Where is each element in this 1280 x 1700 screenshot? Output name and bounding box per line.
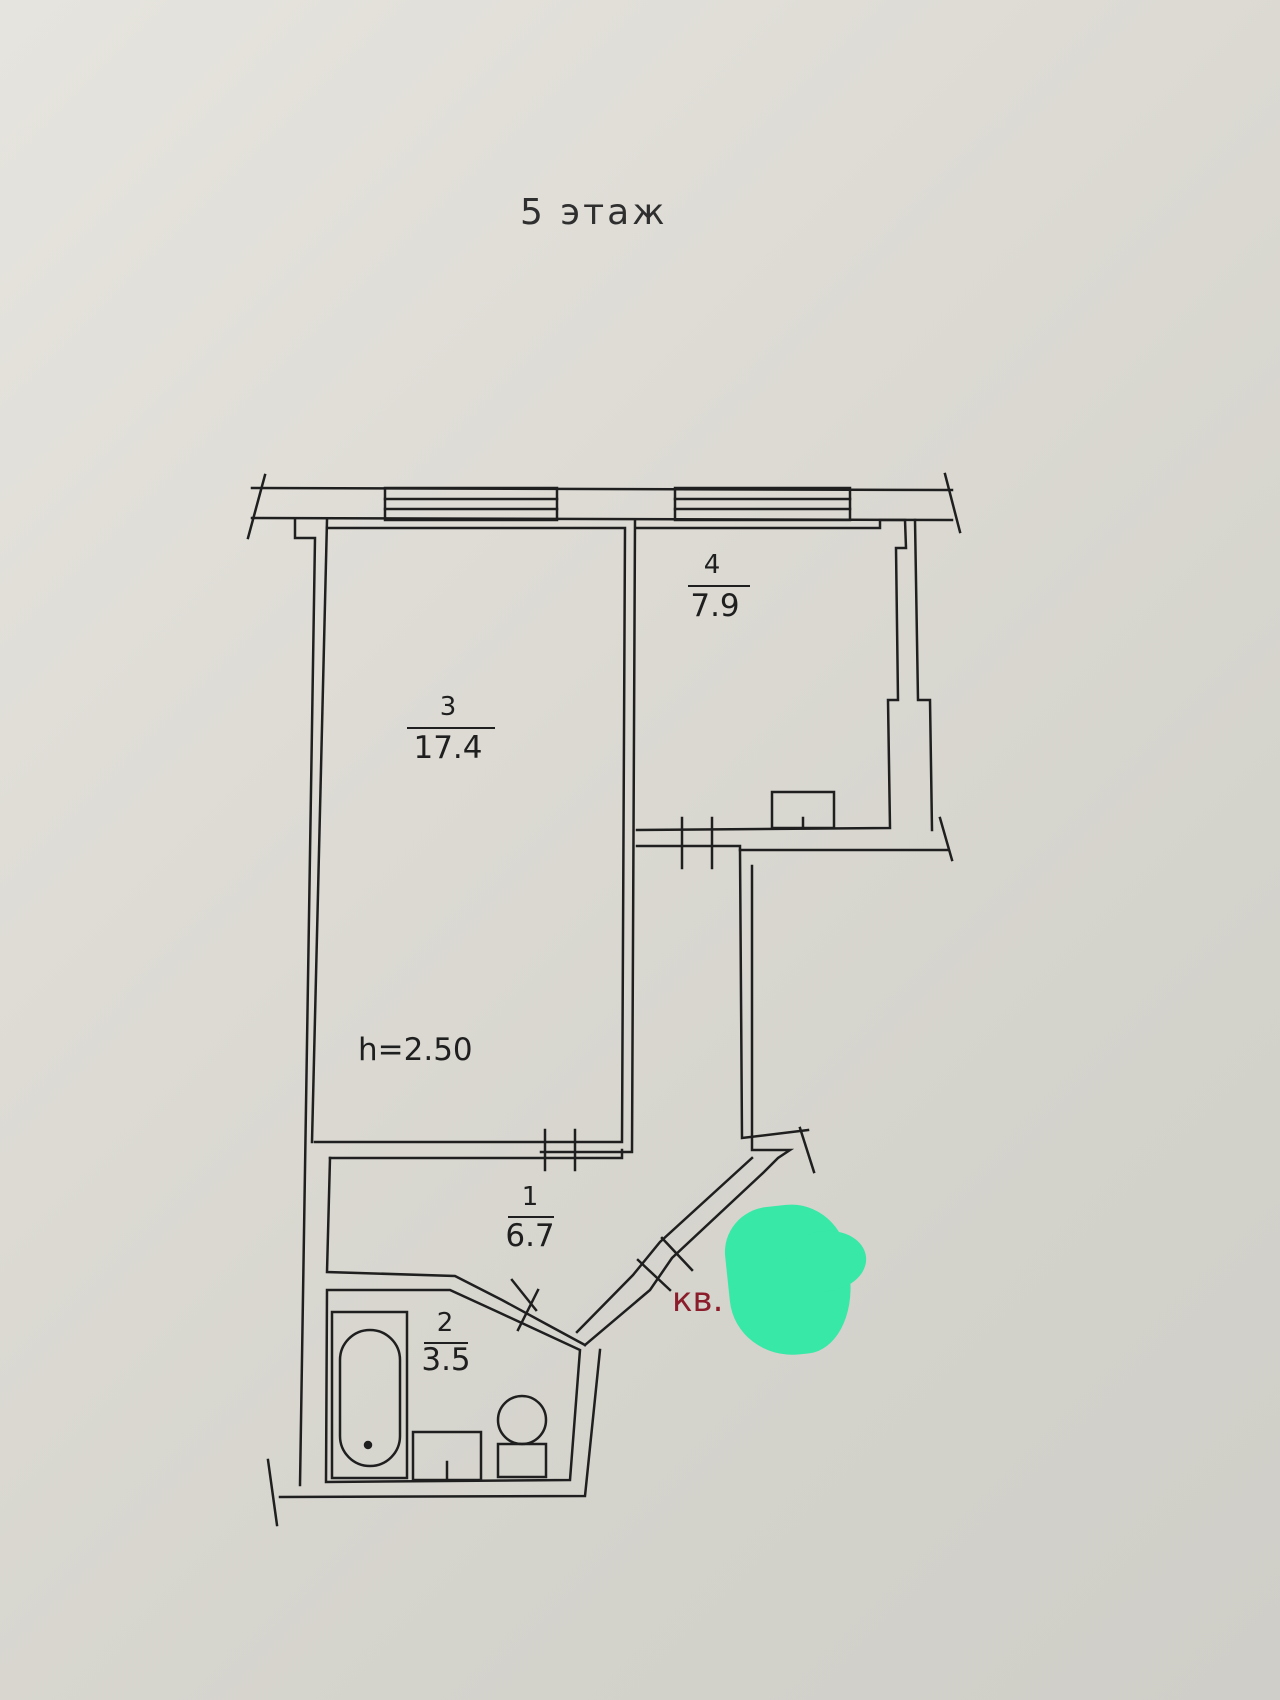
partition-3-4-outer — [539, 518, 637, 1154]
top-wall — [250, 486, 954, 522]
corridor-right-wall-inner — [583, 864, 795, 1347]
corridor-diagonal-outer — [575, 1156, 754, 1334]
left-wall-outer — [293, 518, 317, 1487]
room-4-area: 7.9 — [690, 588, 740, 624]
bathtub-inner — [338, 1328, 402, 1468]
bathroom-outer-wall — [278, 1348, 602, 1499]
toilet — [496, 1394, 548, 1446]
hall-left-wall — [325, 1156, 587, 1347]
corridor-right-wall-outer — [738, 848, 810, 1140]
window-right — [673, 486, 852, 522]
room-3-divider — [407, 727, 495, 729]
ceiling-height-label: h=2.50 — [358, 1032, 473, 1068]
room-2-divider — [424, 1342, 468, 1344]
left-wall-inner — [310, 518, 329, 1144]
room-1-area: 6.7 — [505, 1218, 555, 1254]
wall-break-bottom-left — [266, 1458, 279, 1527]
toilet-tank — [496, 1442, 548, 1479]
room-4-divider — [688, 585, 750, 587]
room-4-number: 4 — [703, 550, 721, 580]
room-3-outline — [313, 526, 627, 1144]
kitchen-bottom-wall — [635, 844, 950, 852]
entry-door-mark-2 — [660, 1236, 694, 1272]
floor-title: 5 этаж — [520, 192, 668, 233]
room-2-outline — [324, 1288, 582, 1484]
entry-door-mark-1 — [636, 1258, 672, 1292]
room-1-outline — [328, 1148, 624, 1160]
window-left — [383, 486, 559, 522]
bathtub — [330, 1310, 409, 1480]
room-1-divider — [508, 1216, 554, 1218]
room-3-area: 17.4 — [413, 730, 483, 766]
room-4-outline — [635, 518, 908, 832]
wall-break-corridor — [798, 1126, 816, 1174]
wall-break-kitchen — [938, 816, 954, 862]
bath-door-mark-2 — [510, 1278, 538, 1312]
room-2-area: 3.5 — [421, 1342, 471, 1378]
washbasin — [411, 1430, 483, 1482]
kitchen-right-wall — [913, 518, 934, 832]
bath-door-mark-1 — [516, 1288, 540, 1332]
room-3-number: 3 — [439, 692, 457, 722]
wall-break-right — [943, 472, 962, 534]
room-1-number: 1 — [521, 1182, 539, 1212]
wall-break-left — [246, 473, 267, 540]
room-2-number: 2 — [436, 1308, 454, 1338]
apartment-label: кв. — [672, 1280, 724, 1320]
